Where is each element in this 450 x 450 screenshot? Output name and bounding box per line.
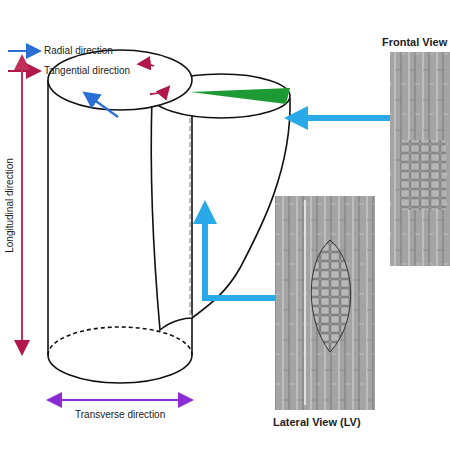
tangential-arrow	[150, 88, 168, 94]
micrograph-panel: Frontal View	[378, 36, 450, 266]
axis-label: Longitudinal direction	[3, 158, 14, 253]
legend-label: Tangential direction	[44, 65, 130, 76]
cell-cluster	[311, 240, 350, 352]
vascular-strand	[304, 200, 306, 405]
longitudinal-arrow	[21, 58, 23, 352]
axis-label: Transverse direction	[75, 409, 165, 420]
radial-arrow	[86, 94, 118, 117]
cylinder-bottom	[48, 355, 192, 383]
cylinder-top	[48, 50, 192, 110]
hidden-edge	[189, 118, 190, 316]
primordium-bulge	[151, 98, 290, 330]
tangential-arrow	[140, 64, 154, 66]
view-title: Lateral View (LV)	[273, 416, 361, 428]
cylinder-bottom-hidden	[48, 327, 192, 355]
micrograph-texture	[390, 52, 450, 266]
lateral-micrograph	[275, 196, 375, 410]
micrograph-panel: Lateral View (LV)	[265, 196, 385, 436]
pointer-arrow	[205, 212, 275, 298]
cylinder-side	[47, 80, 49, 355]
micrograph-texture	[275, 196, 375, 410]
view-title: Frontal View	[382, 36, 447, 48]
legend-label: Radial direction	[44, 45, 113, 56]
frontal-micrograph	[390, 52, 450, 266]
pointer-arrow	[296, 115, 390, 121]
cell-cluster	[400, 140, 446, 210]
radial-sample	[8, 50, 38, 52]
transverse-arrow	[50, 399, 190, 401]
green-sector	[190, 88, 290, 104]
